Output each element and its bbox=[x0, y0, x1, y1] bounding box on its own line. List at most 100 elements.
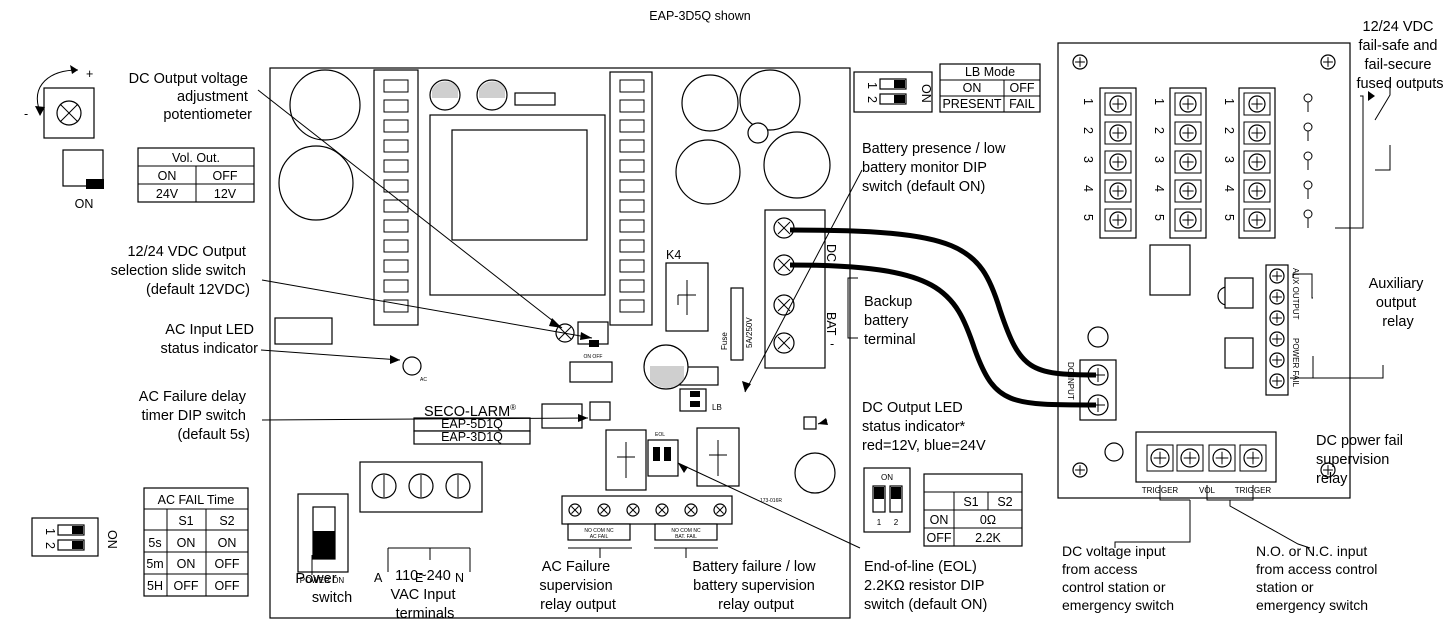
heat-sink-fin bbox=[619, 99, 645, 113]
eol-off: OFF bbox=[927, 531, 952, 545]
lb-mark: LB bbox=[712, 403, 722, 412]
leader-lines bbox=[257, 80, 1391, 575]
terminal-bat-label: BAT bbox=[824, 312, 838, 336]
lb-mode-legend: 1 2 ON LB Mode ON OFF PRESENT FAIL bbox=[853, 63, 1041, 113]
heat-sink-fin bbox=[383, 99, 409, 113]
heat-sink-fin bbox=[383, 239, 409, 253]
output-number: 5 bbox=[1222, 214, 1236, 221]
ac-fail-cell: 5m bbox=[146, 557, 163, 571]
eol-legend: ON 1 2 S1 S2 ON 0Ω OFF 2.2K bbox=[863, 467, 1023, 547]
lb-mode-present: PRESENT bbox=[942, 97, 1001, 111]
callout-dc-output-led: DC Output LED status indicator* red=12V,… bbox=[862, 400, 986, 454]
eol-dip-on: ON bbox=[881, 473, 893, 482]
bat-relay-sub: BAT. FAIL bbox=[675, 534, 697, 540]
vol-out-table: Vol. Out. ON OFF 24V 12V bbox=[137, 147, 255, 203]
part-number: 173-016R bbox=[760, 498, 782, 504]
eol-0ohm: 0Ω bbox=[980, 513, 996, 527]
vol-out-off: OFF bbox=[213, 169, 238, 183]
callout-ac-failure-delay: AC Failure delay timer DIP switch (defau… bbox=[139, 389, 250, 443]
heat-sink-fin bbox=[619, 119, 645, 133]
heat-sink-fin bbox=[383, 199, 409, 213]
model-2: EAP-3D1Q bbox=[441, 430, 503, 444]
ac-fail-cell: OFF bbox=[215, 579, 240, 593]
heat-sink-fin bbox=[383, 159, 409, 173]
output-number: 1 bbox=[1152, 98, 1166, 105]
heat-sink-fin bbox=[619, 239, 645, 253]
relay-terminal-screw-slot bbox=[571, 506, 579, 514]
power-on-label: POWER ON bbox=[300, 576, 345, 585]
ac-led-mark: AC bbox=[420, 377, 427, 383]
callout-aux-relay: Auxiliary output relay bbox=[1369, 276, 1428, 330]
ac-relay-sub: AC FAIL bbox=[590, 534, 609, 540]
ac-fail-title: AC FAIL Time bbox=[158, 493, 235, 507]
terminal-screw-slot bbox=[777, 258, 791, 272]
ac-fail-s1: S1 bbox=[178, 514, 193, 528]
ac-fail-cell: 5s bbox=[148, 536, 161, 550]
ac-fail-cell: ON bbox=[177, 557, 196, 571]
ac-fail-cell: ON bbox=[218, 536, 237, 550]
ac-fail-legend: 1 2 ON AC FAIL Time S1 S2 5s ON ON 5m ON… bbox=[31, 487, 249, 597]
arrowheads bbox=[390, 91, 1375, 473]
callout-texts: DC Output voltage adjustment potentiomet… bbox=[111, 19, 1444, 622]
lb-mode-title: LB Mode bbox=[965, 65, 1015, 79]
heat-sink-fin bbox=[619, 299, 645, 313]
eol-dip-2: 2 bbox=[894, 518, 899, 527]
slide-switch-on: ON bbox=[75, 197, 94, 211]
output-number: 2 bbox=[1222, 127, 1236, 134]
callout-battery-failure-relay: Battery failure / low battery supervisio… bbox=[692, 559, 819, 613]
ac-dip-2: 2 bbox=[43, 542, 57, 549]
callout-battery-monitor: Battery presence / low battery monitor D… bbox=[862, 141, 1010, 195]
heat-sink-fin bbox=[383, 139, 409, 153]
lb-mode-fail: FAIL bbox=[1009, 97, 1035, 111]
output-number: 4 bbox=[1152, 185, 1166, 192]
vol-out-on: ON bbox=[158, 169, 177, 183]
fuse-label: Fuse bbox=[720, 332, 729, 350]
aux-output-relay bbox=[1224, 277, 1254, 309]
callout-vac-input: 110~240 VAC Input terminals bbox=[390, 568, 459, 622]
heat-sink-fin bbox=[619, 139, 645, 153]
vol-out-24v: 24V bbox=[156, 187, 179, 201]
output-number: 2 bbox=[1081, 127, 1095, 134]
heat-sink-fin bbox=[383, 179, 409, 193]
fuse-marker bbox=[1303, 209, 1313, 219]
terminal-dc-label: DC bbox=[824, 244, 838, 262]
ac-fail-cell: OFF bbox=[215, 557, 240, 571]
output-number: 5 bbox=[1081, 214, 1095, 221]
k4-label: K4 bbox=[666, 248, 681, 262]
eol-dip-1: 1 bbox=[877, 518, 882, 527]
power-fail-label: POWER FAIL bbox=[1291, 338, 1300, 387]
callout-dc-fail-relay: DC power fail supervision relay bbox=[1316, 433, 1407, 487]
eol-dip-switch[interactable] bbox=[647, 439, 679, 477]
heat-sink-fin bbox=[383, 279, 409, 293]
relay-terminal-screw-slot bbox=[716, 506, 724, 514]
heat-sink-fin bbox=[383, 119, 409, 133]
eol-s2: S2 bbox=[997, 495, 1012, 509]
lb-dip-on: ON bbox=[919, 84, 933, 103]
output-number: 3 bbox=[1152, 156, 1166, 163]
relay-terminal-screw-slot bbox=[600, 506, 608, 514]
output-number: 3 bbox=[1081, 156, 1095, 163]
fuse bbox=[730, 287, 744, 361]
callout-fused-outputs: 12/24 VDC fail-safe and fail-secure fuse… bbox=[1356, 19, 1443, 92]
pot-plus: + bbox=[86, 67, 93, 81]
dc-cables bbox=[789, 227, 1097, 408]
ac-input-led bbox=[402, 356, 422, 376]
relay-output-terminals bbox=[561, 495, 733, 525]
terminal-minus: - bbox=[830, 337, 834, 351]
fuse-marker bbox=[1303, 122, 1313, 132]
relay-terminal-screw-slot bbox=[687, 506, 695, 514]
fuse-marker bbox=[1303, 151, 1313, 161]
terminal-screw-slot bbox=[777, 336, 791, 350]
fuse-marker bbox=[1303, 180, 1313, 190]
heat-sink-fin bbox=[619, 259, 645, 273]
ac-fail-dip-switch[interactable] bbox=[589, 401, 611, 421]
relay-terminal-screw-slot bbox=[629, 506, 637, 514]
callout-power-switch: Power switch bbox=[295, 571, 352, 606]
callout-backup-battery: Backup battery terminal bbox=[864, 294, 916, 348]
ac-relay-label: NO COM NC bbox=[584, 528, 614, 534]
callout-dc-output-pot: DC Output voltage adjustment potentiomet… bbox=[129, 71, 252, 123]
eol-on: ON bbox=[930, 513, 949, 527]
ac-fail-cell: ON bbox=[177, 536, 196, 550]
